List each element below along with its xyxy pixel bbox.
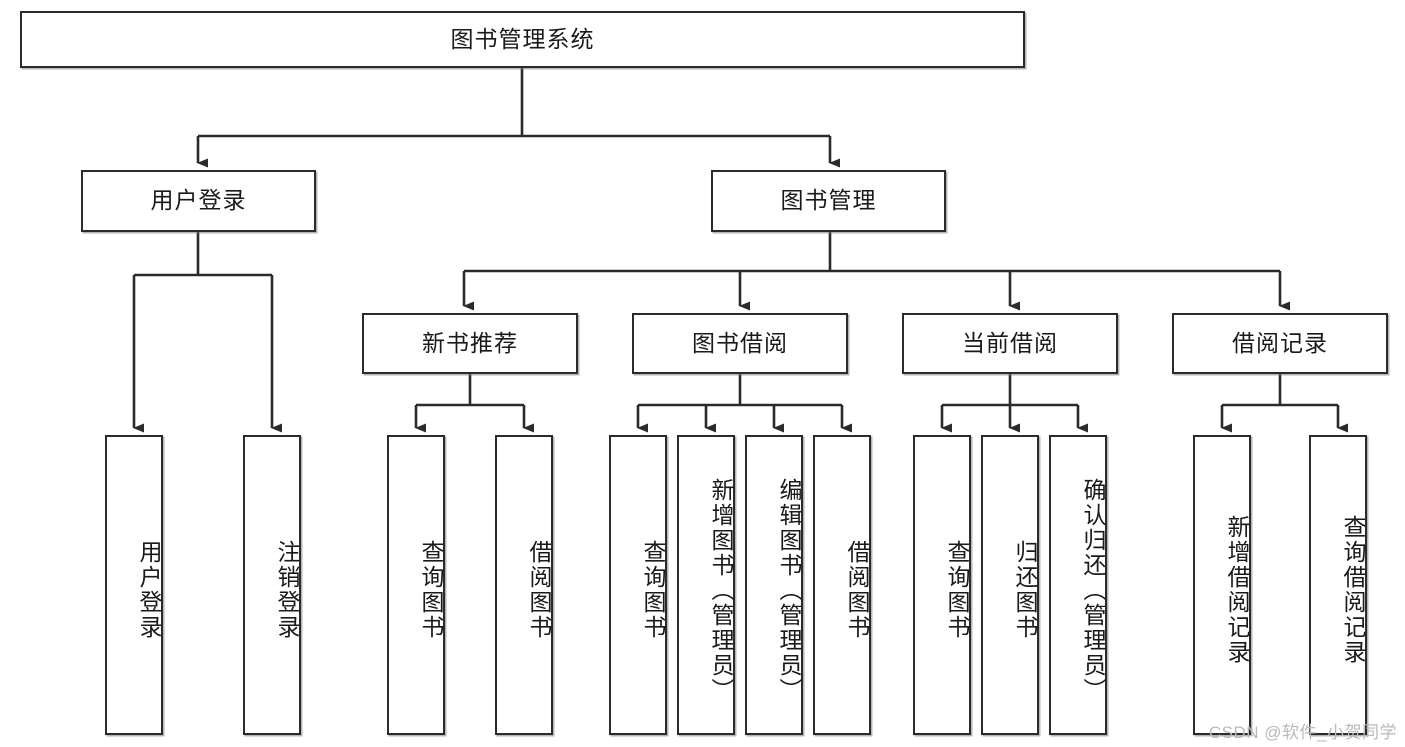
node-label: 图书借阅 [692,329,788,356]
node-borrow-record[interactable]: 借阅记录 [1172,313,1388,374]
node-root-book-management-system[interactable]: 图书管理系统 [20,11,1025,68]
csdn-watermark: CSDN @软件_小贺同学 [1208,723,1397,742]
node-label: 查询图书 [944,540,970,640]
node-label: 图书管理系统 [450,25,595,52]
node-label: 新增图书（管理员） [708,477,734,703]
node-label: 编辑图书（管理员） [776,477,802,703]
node-label: 用户登录 [150,187,247,214]
node-book-borrow[interactable]: 图书借阅 [632,313,848,374]
node-new-book-recommend[interactable]: 新书推荐 [362,313,578,374]
node-book-management[interactable]: 图书管理 [711,170,946,232]
node-label: 新书推荐 [422,329,518,356]
node-leaf-add-book[interactable]: 新增图书（管理员） [677,435,735,735]
node-leaf-borrow-book-2[interactable]: 借阅图书 [813,435,871,735]
node-label: 注销登录 [274,540,300,640]
node-label: 借阅图书 [526,540,552,640]
node-leaf-add-record[interactable]: 新增借阅记录 [1193,435,1251,735]
node-label: 图书管理 [780,187,877,214]
node-leaf-return-book[interactable]: 归还图书 [981,435,1039,735]
node-leaf-query-record[interactable]: 查询借阅记录 [1309,435,1367,735]
node-label: 新增借阅记录 [1224,515,1250,665]
node-current-borrow[interactable]: 当前借阅 [902,313,1118,374]
node-leaf-confirm-return[interactable]: 确认归还（管理员） [1049,435,1107,735]
node-user-login[interactable]: 用户登录 [81,170,316,232]
node-leaf-borrow-book-1[interactable]: 借阅图书 [495,435,553,735]
node-leaf-query-book-3[interactable]: 查询图书 [913,435,971,735]
node-label: 确认归还（管理员） [1080,477,1106,703]
node-label: 查询图书 [418,540,444,640]
node-leaf-logout-login[interactable]: 注销登录 [243,435,301,735]
node-leaf-user-login[interactable]: 用户登录 [105,435,163,735]
node-label: 借阅记录 [1232,329,1328,356]
node-leaf-query-book-1[interactable]: 查询图书 [387,435,445,735]
node-label: 用户登录 [136,540,162,640]
node-label: 借阅图书 [844,540,870,640]
node-label: 当前借阅 [962,329,1058,356]
node-label: 查询借阅记录 [1340,515,1366,665]
node-label: 归还图书 [1012,540,1038,640]
node-label: 查询图书 [640,540,666,640]
node-leaf-edit-book[interactable]: 编辑图书（管理员） [745,435,803,735]
node-leaf-query-book-2[interactable]: 查询图书 [609,435,667,735]
